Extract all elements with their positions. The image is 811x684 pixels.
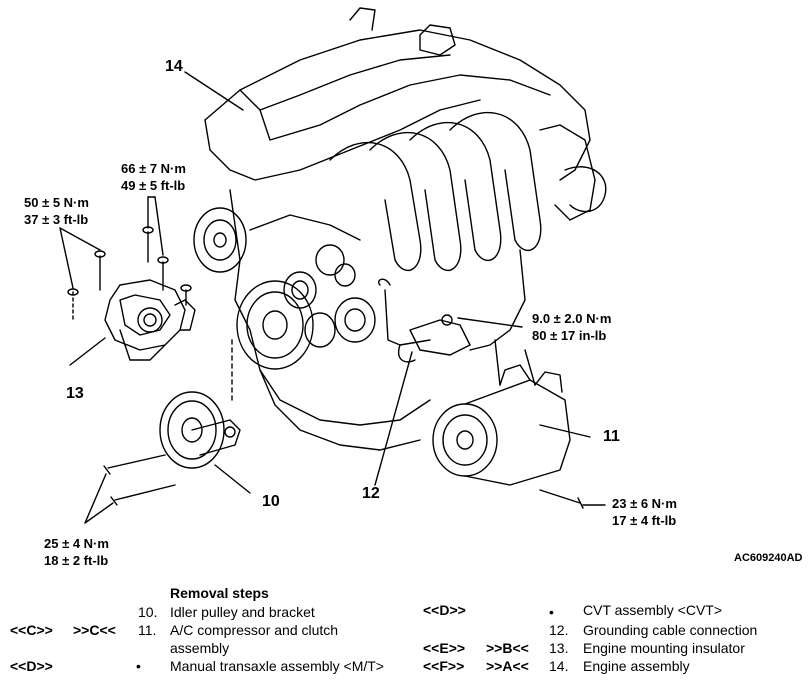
- figure-code: AC609240AD: [734, 552, 803, 564]
- torque-metric: 50 ± 5 N·m: [24, 195, 89, 210]
- removal-steps-title: Removal steps: [170, 585, 269, 601]
- leader-lines: [59, 71, 606, 524]
- engine-assembly-drawing: [193, 7, 607, 451]
- step-text: Manual transaxle assembly <M/T>: [170, 658, 384, 674]
- step-text: Idler pulley and bracket: [170, 604, 315, 620]
- torque-imperial: 17 ± 4 ft-lb: [612, 513, 677, 528]
- torque-label-mount-top: 66 ± 7 N·m 49 ± 5 ft-lb: [121, 160, 186, 194]
- step-removal-code: <<E>>: [423, 640, 466, 656]
- step-text: assembly: [170, 640, 230, 656]
- step-removal-code: <<D>>: [423, 602, 466, 618]
- engine-mounting-insulator-drawing: [67, 226, 196, 361]
- step-install-code: >>A<<: [486, 658, 529, 674]
- step-number: 11.: [138, 622, 157, 638]
- step-number: 13.: [549, 640, 569, 656]
- torque-label-ground: 9.0 ± 2.0 N·m 80 ± 17 in-lb: [532, 310, 611, 344]
- callout-10: 10: [262, 493, 280, 510]
- step-number: 12.: [549, 622, 569, 638]
- step-text: Engine assembly: [583, 658, 690, 674]
- callout-14: 14: [165, 58, 183, 75]
- step-bullet: •: [549, 604, 554, 620]
- callout-13: 13: [66, 385, 84, 402]
- torque-imperial: 49 ± 5 ft-lb: [121, 178, 186, 193]
- step-number: 10.: [138, 604, 158, 620]
- torque-label-compressor: 23 ± 6 N·m 17 ± 4 ft-lb: [612, 495, 677, 529]
- step-install-code: >>B<<: [486, 640, 529, 656]
- torque-metric: 9.0 ± 2.0 N·m: [532, 311, 612, 326]
- step-number: 14.: [549, 658, 569, 674]
- torque-label-mount-left: 50 ± 5 N·m 37 ± 3 ft-lb: [24, 194, 89, 228]
- torque-metric: 25 ± 4 N·m: [44, 536, 109, 551]
- torque-imperial: 80 ± 17 in-lb: [532, 328, 607, 343]
- step-text: Grounding cable connection: [583, 622, 758, 638]
- step-removal-code: <<C>>: [10, 622, 53, 638]
- ac-compressor-drawing: [432, 339, 584, 509]
- torque-metric: 23 ± 6 N·m: [612, 496, 677, 511]
- step-bullet: •: [136, 658, 141, 674]
- step-text: A/C compressor and clutch: [170, 622, 339, 638]
- torque-imperial: 37 ± 3 ft-lb: [24, 212, 89, 227]
- step-removal-code: <<D>>: [10, 658, 53, 674]
- torque-metric: 66 ± 7 N·m: [121, 161, 186, 176]
- step-removal-code: <<F>>: [423, 658, 465, 674]
- step-install-code: >>C<<: [73, 622, 116, 638]
- step-text: CVT assembly <CVT>: [583, 602, 723, 618]
- idler-pulley-drawing: [103, 391, 241, 506]
- step-text: Engine mounting insulator: [583, 640, 745, 656]
- torque-imperial: 18 ± 2 ft-lb: [44, 553, 109, 568]
- callout-11: 11: [603, 428, 620, 445]
- torque-label-idler: 25 ± 4 N·m 18 ± 2 ft-lb: [44, 535, 109, 569]
- callout-12: 12: [362, 485, 380, 502]
